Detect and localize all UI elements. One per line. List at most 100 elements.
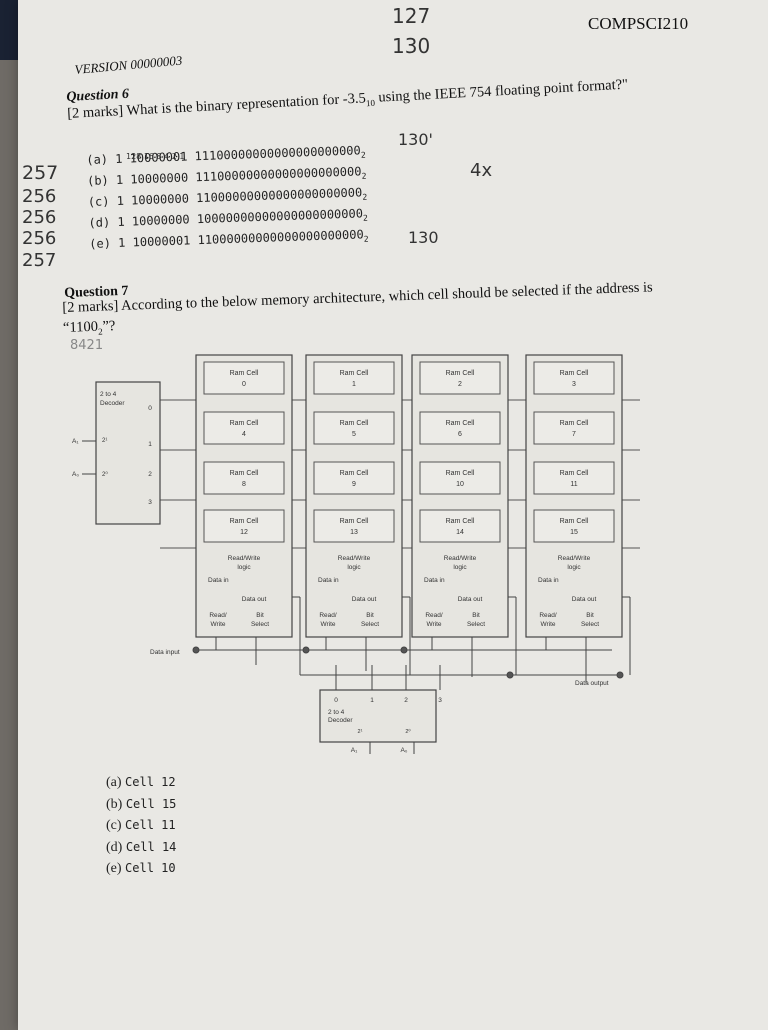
rw-logic-label: logic bbox=[453, 564, 467, 571]
memory-column bbox=[195, 354, 293, 638]
data-out-label: Data out bbox=[458, 596, 483, 603]
handwritten-left-256a: 256 bbox=[22, 186, 57, 207]
read-write-label: Write bbox=[210, 621, 225, 628]
rw-logic-label: Read/Write bbox=[338, 555, 371, 562]
handwritten-powers: 128 16 8 4 2 1 bbox=[126, 152, 185, 161]
column-input-a0: A₀ bbox=[400, 747, 407, 754]
handwritten-left-256c: 256 bbox=[22, 228, 57, 249]
read-write-label: Read/ bbox=[539, 612, 557, 619]
ram-cell-number: 8 bbox=[242, 481, 246, 488]
ram-cell bbox=[203, 411, 285, 445]
bus-node bbox=[400, 646, 408, 654]
row-decoder-output-0: 0 bbox=[148, 405, 152, 412]
rw-logic-label: Read/Write bbox=[228, 555, 261, 562]
answer-text: Cell 15 bbox=[125, 796, 177, 811]
data-in-label: Data in bbox=[208, 577, 229, 584]
bus-node bbox=[192, 646, 200, 654]
bit-select-label: Bit bbox=[586, 612, 594, 619]
read-write-label: Read/ bbox=[425, 612, 443, 619]
rw-logic-label: Read/Write bbox=[444, 555, 477, 562]
bus-node bbox=[506, 671, 514, 679]
row-decoder bbox=[95, 381, 161, 525]
ram-cell-label: Ram Cell bbox=[340, 370, 369, 377]
answer-text: Cell 11 bbox=[125, 818, 176, 832]
ram-cell-label: Ram Cell bbox=[230, 370, 259, 377]
ram-cell-number: 0 bbox=[242, 381, 246, 388]
ram-cell-number: 14 bbox=[456, 529, 464, 536]
answer-letter: (a) bbox=[106, 775, 126, 790]
answer-option[interactable]: (a) Cell 12 bbox=[106, 772, 176, 794]
column-decoder-label: Decoder bbox=[328, 717, 353, 724]
address-input-a0: A₀ bbox=[72, 471, 79, 478]
ram-cell-label: Ram Cell bbox=[230, 470, 259, 477]
ram-cell-label: Ram Cell bbox=[230, 518, 259, 525]
column-decoder-output-1: 1 bbox=[370, 697, 374, 704]
ram-cell-number: 9 bbox=[352, 481, 356, 488]
read-write-label: Read/ bbox=[209, 612, 227, 619]
column-decoder-output-2: 2 bbox=[404, 697, 408, 704]
handwritten-right-130b: 130 bbox=[408, 228, 439, 247]
ram-cell-number: 1 bbox=[352, 381, 356, 388]
handwritten-right-130a: 130' bbox=[398, 130, 433, 149]
data-in-label: Data in bbox=[318, 577, 339, 584]
course-code: COMPSCI210 bbox=[588, 14, 689, 33]
ram-cell-number: 7 bbox=[572, 431, 576, 438]
address-input-a1: A₁ bbox=[72, 438, 79, 445]
ram-cell-label: Ram Cell bbox=[560, 420, 589, 427]
row-decoder-power: 2¹ bbox=[102, 438, 107, 444]
handwritten-8421: 8421 bbox=[70, 338, 104, 353]
row-decoder-output-3: 3 bbox=[148, 499, 152, 506]
ram-cell-label: Ram Cell bbox=[446, 518, 475, 525]
data-in-label: Data in bbox=[538, 577, 559, 584]
row-decoder-output-2: 2 bbox=[148, 471, 152, 478]
bus-node bbox=[616, 671, 624, 679]
rw-logic-label: logic bbox=[567, 564, 581, 571]
ram-cell bbox=[533, 411, 615, 445]
ram-cell-label: Ram Cell bbox=[230, 420, 259, 427]
memory-column bbox=[525, 354, 623, 638]
ram-cell-number: 3 bbox=[572, 381, 576, 388]
handwritten-130: 130 bbox=[392, 34, 431, 58]
handwritten-left-256b: 256 bbox=[22, 207, 57, 228]
read-write-label: Write bbox=[426, 621, 441, 628]
ram-cell bbox=[419, 411, 501, 445]
data-input-label: Data input bbox=[150, 649, 180, 656]
read-write-label: Write bbox=[320, 621, 335, 628]
ram-cell-number: 2 bbox=[458, 381, 462, 388]
answer-option[interactable]: (d) Cell 14 bbox=[106, 837, 176, 859]
bit-select-label: Bit bbox=[366, 612, 374, 619]
ram-cell-number: 6 bbox=[458, 431, 462, 438]
ram-cell-number: 10 bbox=[456, 481, 464, 488]
row-decoder-output-1: 1 bbox=[148, 441, 152, 448]
memory-column bbox=[305, 354, 403, 638]
row-decoder-label: 2 to 4 bbox=[100, 391, 117, 398]
ram-cell bbox=[533, 509, 615, 543]
answer-text: Cell 12 bbox=[125, 775, 176, 789]
handwritten-scribble: 4x bbox=[470, 160, 493, 181]
bit-select-label: Select bbox=[581, 621, 599, 628]
ram-cell bbox=[419, 461, 501, 495]
ram-cell-number: 13 bbox=[350, 529, 358, 536]
answer-option[interactable]: (b) Cell 15 bbox=[106, 794, 176, 816]
ram-cell-number: 15 bbox=[570, 529, 578, 536]
column-input-a1: A₁ bbox=[351, 747, 358, 754]
data-out-label: Data out bbox=[352, 596, 377, 603]
handwritten-left-257a: 257 bbox=[22, 162, 59, 184]
rw-logic-label: Read/Write bbox=[558, 555, 591, 562]
answer-letter: (c) bbox=[106, 818, 126, 833]
ram-cell bbox=[203, 461, 285, 495]
ram-cell-label: Ram Cell bbox=[340, 518, 369, 525]
answer-option[interactable]: (c) Cell 11 bbox=[106, 815, 176, 837]
read-write-label: Read/ bbox=[319, 612, 337, 619]
column-decoder-output-3: 3 bbox=[438, 697, 442, 704]
ram-cell bbox=[313, 461, 395, 495]
ram-cell-label: Ram Cell bbox=[560, 370, 589, 377]
handwritten-left-257b: 257 bbox=[22, 250, 57, 271]
answer-option[interactable]: (e) Cell 10 bbox=[106, 858, 176, 880]
bit-select-label: Bit bbox=[256, 612, 264, 619]
ram-cell-number: 12 bbox=[240, 529, 248, 536]
ram-cell-label: Ram Cell bbox=[446, 420, 475, 427]
ram-cell-label: Ram Cell bbox=[560, 518, 589, 525]
ram-cell-number: 5 bbox=[352, 431, 356, 438]
